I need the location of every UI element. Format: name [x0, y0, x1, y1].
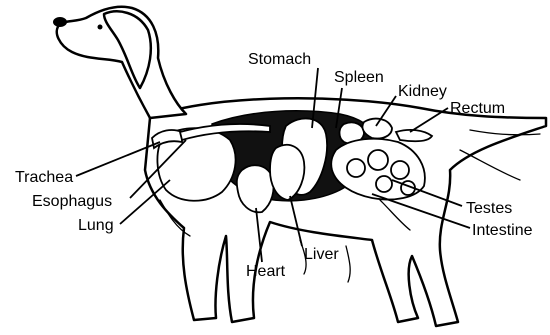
label-liver: Liver	[304, 246, 339, 263]
label-trachea: Trachea	[15, 169, 73, 186]
kidney-organ	[362, 119, 392, 139]
label-rectum: Rectum	[450, 100, 505, 117]
label-kidney: Kidney	[398, 83, 447, 100]
label-intestine: Intestine	[472, 222, 533, 239]
label-stomach: Stomach	[248, 51, 311, 68]
label-lung: Lung	[78, 217, 114, 234]
label-heart: Heart	[246, 263, 286, 280]
label-esophagus: Esophagus	[32, 193, 112, 210]
label-testes: Testes	[466, 200, 512, 217]
label-spleen: Spleen	[334, 69, 384, 86]
